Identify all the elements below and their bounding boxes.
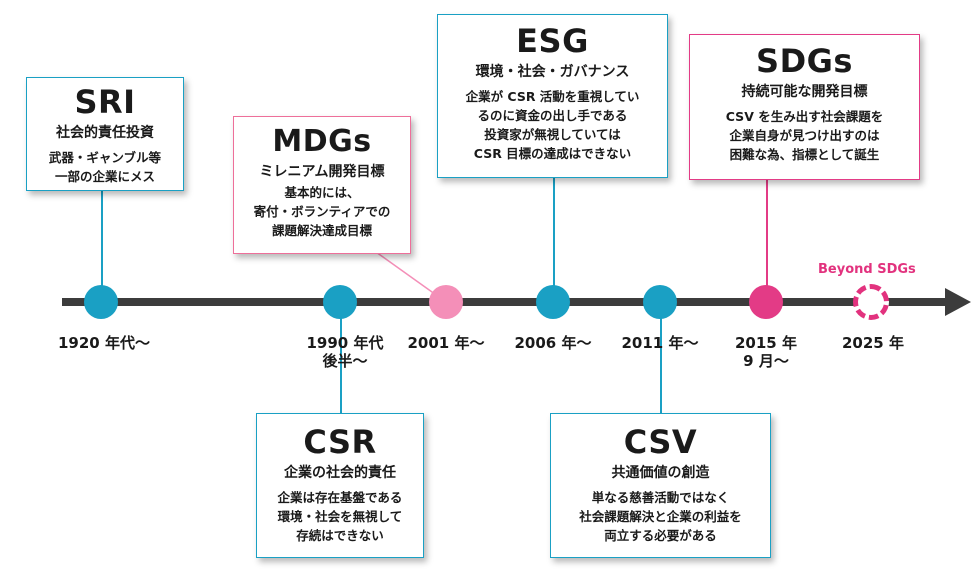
timeline-dot-2011 bbox=[643, 285, 677, 319]
card-csr-body: 企業は存在基盤である 環境・社会を無視して 存続はできない bbox=[277, 490, 403, 543]
timeline-dot-1920 bbox=[84, 285, 118, 319]
card-esg-body: 企業が CSR 活動を重視してい るのに資金の出し手である 投資家が無視していて… bbox=[465, 89, 640, 161]
card-sdgs-subtitle: 持続可能な開発目標 bbox=[741, 84, 868, 100]
timeline-dot-2006 bbox=[536, 285, 570, 319]
card-mdgs: MDGs ミレニアム開発目標 基本的には、 寄付・ボランティアでの 課題解決達成… bbox=[233, 116, 411, 254]
connector-esg bbox=[553, 178, 555, 302]
card-sri-subtitle: 社会的責任投資 bbox=[56, 125, 154, 141]
card-csr-title: CSR bbox=[303, 423, 377, 461]
timeline-arrowhead bbox=[945, 288, 971, 316]
connector-sri bbox=[101, 190, 103, 302]
card-mdgs-subtitle: ミレニアム開発目標 bbox=[259, 164, 385, 180]
connector-csr bbox=[340, 302, 342, 414]
timeline-axis bbox=[62, 298, 952, 306]
card-sri: SRI 社会的責任投資 武器・ギャンブル等 一部の企業にメス bbox=[26, 77, 184, 191]
card-csv-title: CSV bbox=[623, 423, 698, 461]
connector-csv bbox=[660, 302, 662, 414]
card-csv-body: 単なる慈善活動ではなく 社会課題解決と企業の利益を 両立する必要がある bbox=[579, 490, 742, 543]
timeline-dot-2015 bbox=[749, 285, 783, 319]
timeline-dot-2001 bbox=[429, 285, 463, 319]
timeline-label-2011: 2011 年〜 bbox=[621, 334, 699, 352]
card-sdgs-body: CSV を生み出す社会課題を 企業自身が見つけ出すのは 困難な為、指標として誕生 bbox=[725, 109, 884, 162]
card-esg-title: ESG bbox=[516, 22, 589, 60]
card-esg-subtitle: 環境・社会・ガバナンス bbox=[475, 64, 630, 80]
timeline-label-2001: 2001 年〜 bbox=[407, 334, 485, 352]
timeline-label-2025: 2025 年 bbox=[842, 334, 904, 352]
timeline-label-2006: 2006 年〜 bbox=[514, 334, 592, 352]
timeline-label-1920: 1920 年代〜 bbox=[58, 334, 150, 352]
card-mdgs-body: 基本的には、 寄付・ボランティアでの 課題解決達成目標 bbox=[253, 185, 391, 238]
timeline-label-2015: 2015 年 9 月〜 bbox=[735, 334, 797, 370]
card-sri-title: SRI bbox=[74, 83, 136, 121]
card-mdgs-title: MDGs bbox=[272, 124, 372, 159]
card-csv: CSV 共通価値の創造 単なる慈善活動ではなく 社会課題解決と企業の利益を 両立… bbox=[550, 413, 771, 558]
card-csr: CSR 企業の社会的責任 企業は存在基盤である 環境・社会を無視して 存続はでき… bbox=[256, 413, 424, 558]
beyond-sdgs-label: Beyond SDGs bbox=[818, 262, 916, 277]
timeline-label-1990: 1990 年代 後半〜 bbox=[306, 334, 384, 370]
card-esg: ESG 環境・社会・ガバナンス 企業が CSR 活動を重視してい るのに資金の出… bbox=[437, 14, 668, 178]
timeline-dot-2025 bbox=[853, 284, 889, 320]
card-csr-subtitle: 企業の社会的責任 bbox=[284, 465, 396, 481]
card-sdgs-title: SDGs bbox=[756, 42, 853, 80]
timeline-dot-1990 bbox=[323, 285, 357, 319]
card-sri-body: 武器・ギャンブル等 一部の企業にメス bbox=[48, 150, 162, 184]
card-csv-subtitle: 共通価値の創造 bbox=[611, 465, 710, 481]
card-sdgs: SDGs 持続可能な開発目標 CSV を生み出す社会課題を 企業自身が見つけ出す… bbox=[689, 34, 920, 180]
connector-sdgs bbox=[766, 180, 768, 302]
